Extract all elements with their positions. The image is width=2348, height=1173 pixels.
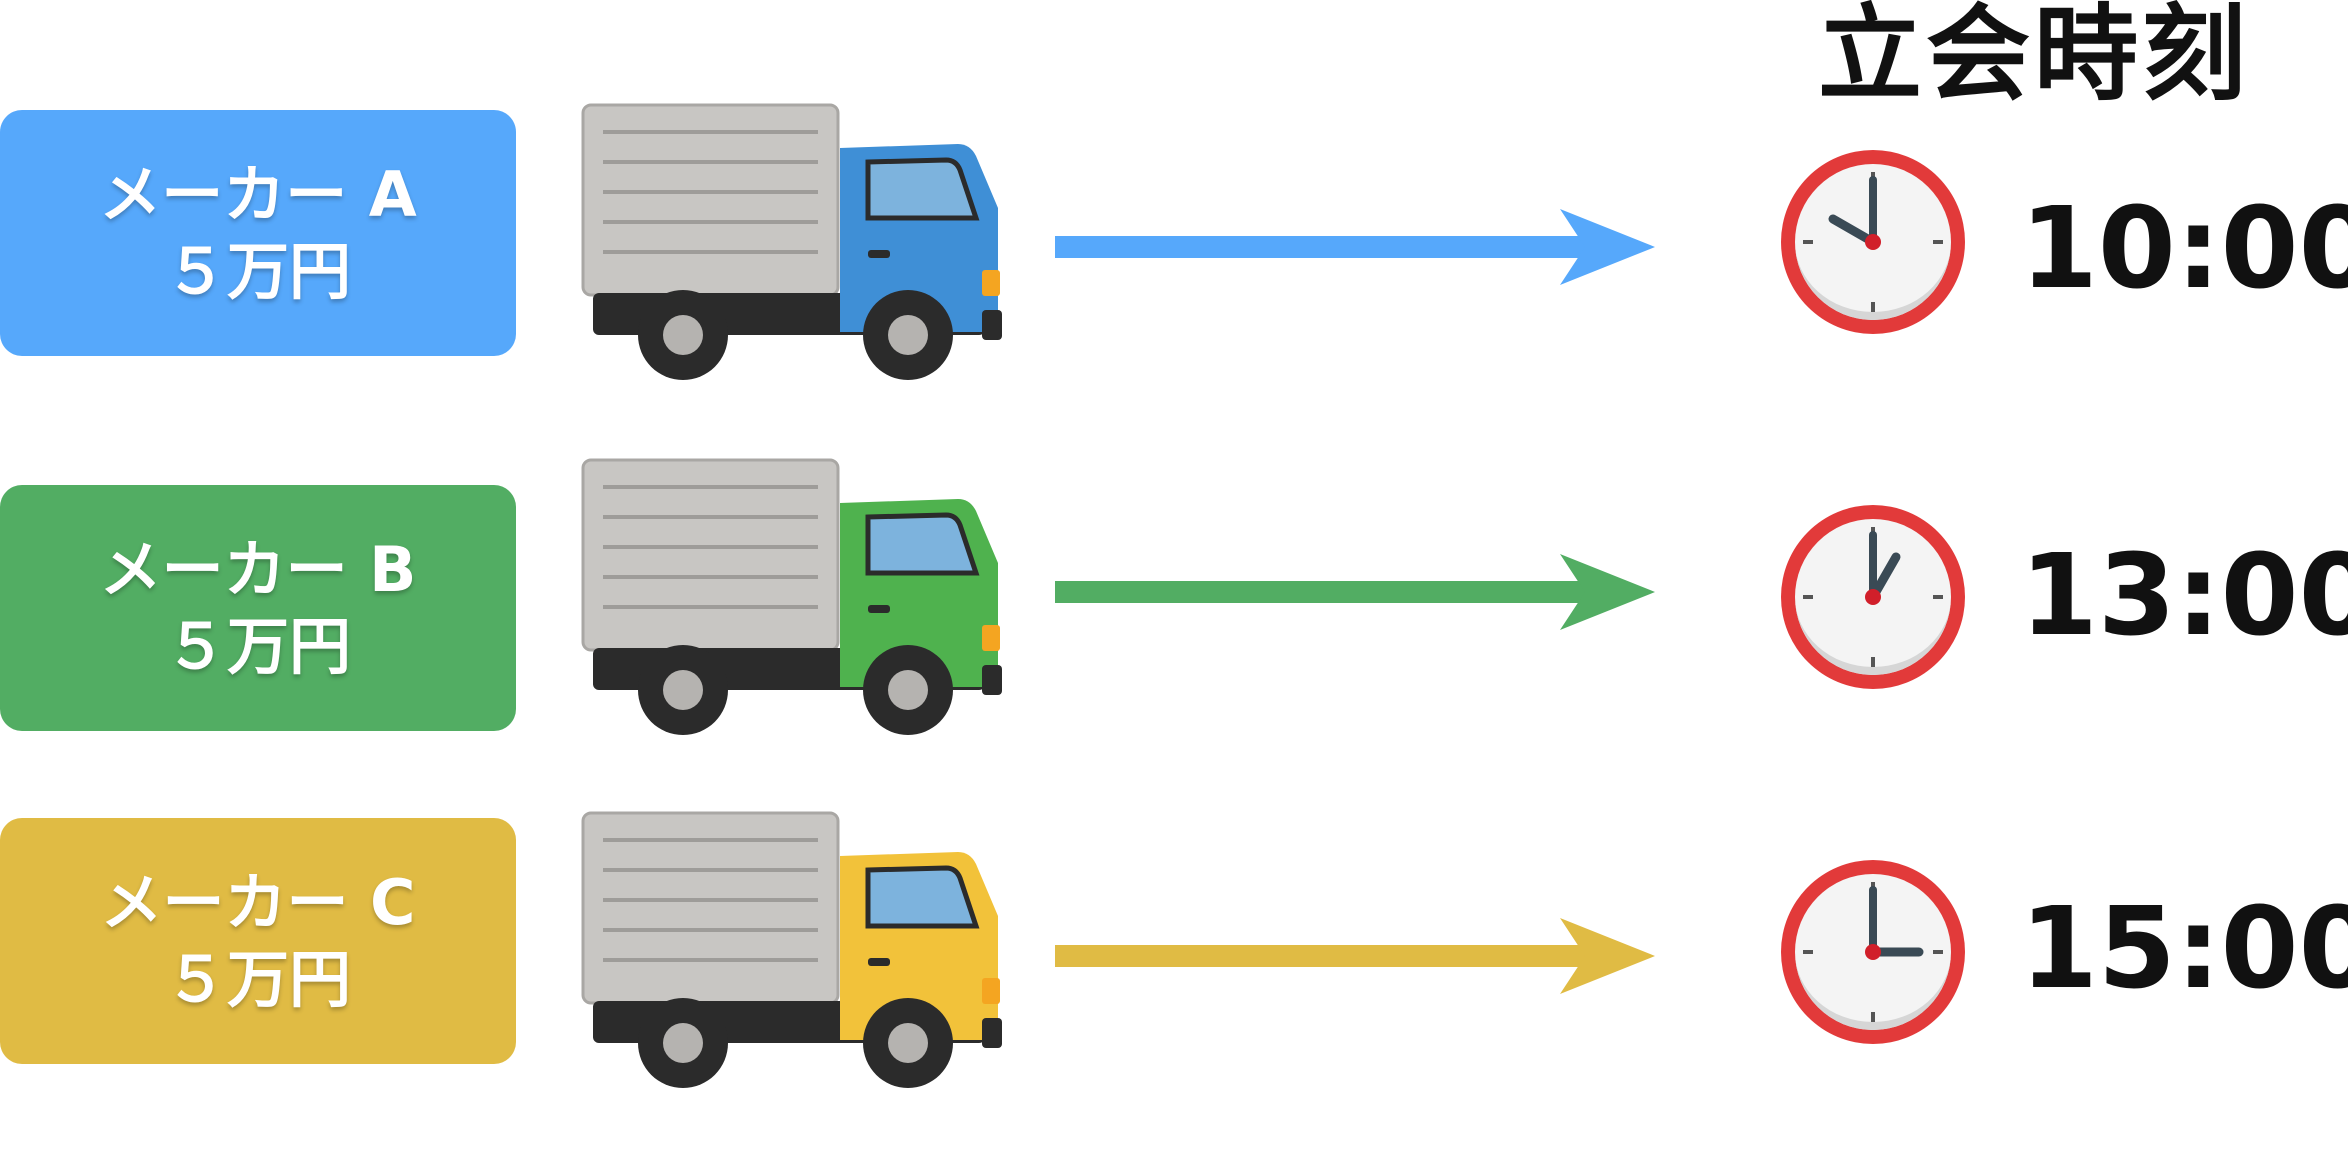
- time-label: 15:00: [2020, 884, 2348, 1014]
- time-label: 13:00: [2020, 531, 2348, 661]
- arrow-icon: [1055, 918, 1655, 994]
- maker-card-a: メーカー A ５万円: [0, 110, 516, 356]
- arrow-icon: [1055, 554, 1655, 630]
- maker-name: メーカー B: [99, 532, 417, 606]
- maker-card-b: メーカー B ５万円: [0, 485, 516, 731]
- maker-price: ５万円: [164, 610, 351, 683]
- maker-price: ５万円: [164, 943, 351, 1016]
- maker-card-c: メーカー C ５万円: [0, 818, 516, 1064]
- clock-icon: [1781, 860, 1965, 1044]
- truck-icon: [581, 811, 1002, 1088]
- arrow-icon: [1055, 209, 1655, 285]
- clock-icon: [1781, 505, 1965, 689]
- maker-name: メーカー A: [99, 157, 417, 231]
- truck-icon: [581, 103, 1002, 380]
- maker-name: メーカー C: [100, 865, 416, 939]
- time-label: 10:00: [2020, 184, 2348, 314]
- maker-price: ５万円: [164, 235, 351, 308]
- clock-icon: [1781, 150, 1965, 334]
- truck-icon: [581, 458, 1002, 735]
- schedule-header: 立会時刻: [1818, 0, 2251, 115]
